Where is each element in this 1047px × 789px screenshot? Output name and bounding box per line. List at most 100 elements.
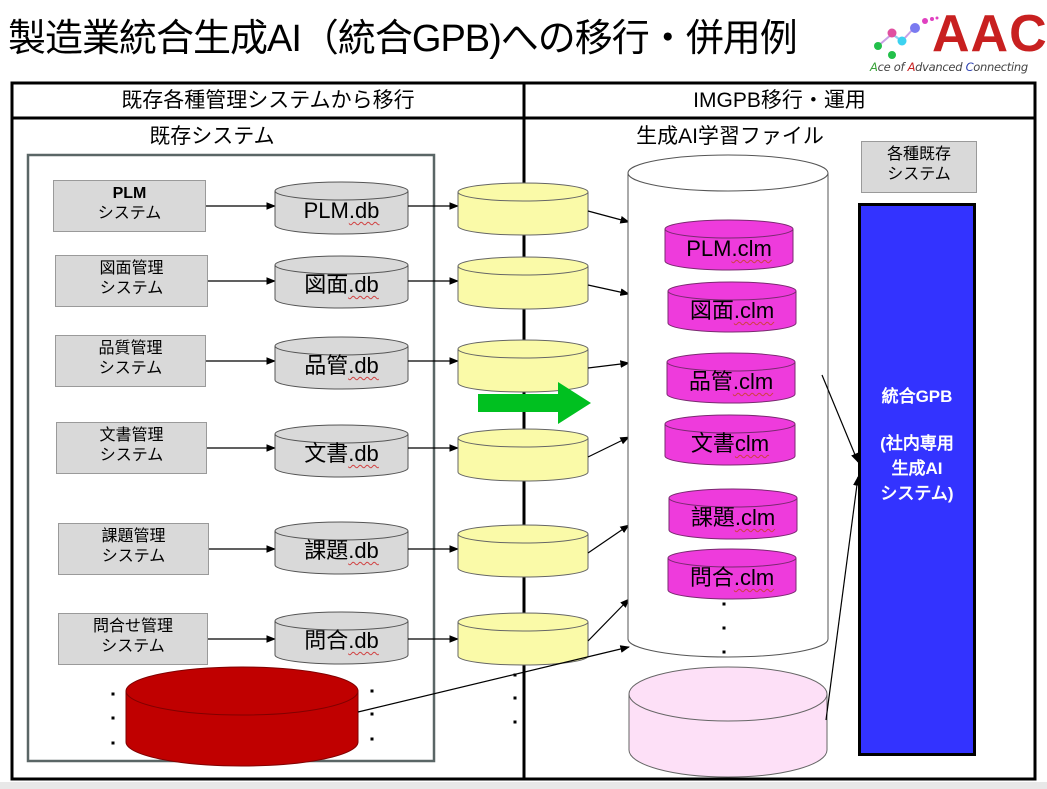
ellipsis-dot [111, 741, 115, 745]
ellipsis-dot [513, 720, 517, 724]
db-cylinder [274, 521, 409, 575]
db-label: 課題.db [275, 536, 408, 566]
system-name: PLM [112, 185, 147, 202]
db-name-prefix: 問合 [304, 628, 349, 653]
gpb-desc-line3: システム) [880, 484, 954, 503]
db-label: 品管.db [275, 351, 408, 381]
gpb-title: 統合GPB [881, 387, 953, 406]
llm-to-gpb-arrow [825, 476, 861, 721]
left-section-header: 既存各種管理システムから移行 [121, 89, 415, 112]
db-cylinder [274, 424, 409, 478]
gpb-desc-line1: (社内専用 [880, 434, 954, 453]
clm-label: PLM.clm [665, 235, 793, 263]
other-systems-line2: システム [887, 166, 951, 183]
clm-label: 問合.clm [668, 564, 796, 592]
csv-to-training-arrow [587, 524, 630, 554]
db-ext: .db [348, 353, 379, 378]
system-name: 問合せ管理 [92, 618, 173, 635]
ellipsis-dot [370, 712, 374, 716]
system-name: 品質管理 [98, 340, 163, 357]
system-box: 課題管理システム [58, 523, 209, 575]
clm-cylinder [667, 281, 797, 333]
ellipsis-dot [370, 689, 374, 693]
system-name: 図面管理 [99, 260, 164, 277]
db-cylinder [274, 611, 409, 665]
clm-ext: .clm [733, 565, 775, 590]
ellipsis-dot [111, 692, 115, 696]
logo-tagline-part: A [907, 60, 916, 74]
ellipsis-dot [722, 602, 726, 606]
clm-ext: .clm [731, 236, 772, 261]
system-label: システム [101, 638, 165, 655]
db-ext: .db [348, 441, 379, 466]
ellipsis-dot [111, 716, 115, 720]
db-label: PLM.db [275, 196, 408, 226]
migration-arrow-icon [478, 382, 591, 424]
csv-cylinder [457, 256, 589, 310]
training-to-gpb-arrow [821, 374, 859, 463]
system-label: システム [101, 548, 166, 565]
logo-tagline-part: C [965, 60, 974, 74]
other-existing-systems-box: 各種既存 システム [861, 141, 977, 193]
gpb-desc-line2: 生成AI [891, 459, 943, 478]
clm-label: 品管.clm [667, 368, 795, 396]
clm-label: 図面.clm [668, 297, 796, 325]
csv-cylinder [457, 339, 589, 393]
db-name-prefix: 図面 [304, 272, 349, 297]
ellipsis-dot [370, 737, 374, 741]
clm-cylinder [666, 352, 796, 404]
db-cylinder [274, 336, 409, 390]
csv-cylinder [457, 182, 589, 236]
db-label: 図面.db [275, 270, 408, 300]
entity-to-training-arrow [357, 645, 630, 713]
other-systems-line1: 各種既存 [886, 146, 951, 163]
csv-to-training-arrow [587, 598, 630, 642]
logo-tagline-part: ce of [877, 60, 908, 74]
clm-name-prefix: 文書 [690, 431, 735, 456]
system-box: 文書管理システム [56, 422, 207, 474]
system-name: 文書管理 [99, 427, 164, 444]
csv-to-training-arrow [587, 284, 630, 296]
entity-files-cylinder [125, 666, 359, 767]
clm-label: 課題.clm [669, 504, 797, 532]
db-name-prefix: 品管 [304, 353, 349, 378]
clm-name-prefix: PLM [686, 236, 732, 261]
db-name-prefix: 文書 [304, 441, 349, 466]
existing-systems-title: 既存システム [149, 125, 275, 148]
ellipsis-dot [722, 626, 726, 630]
integrated-gpb-block: 統合GPB (社内専用 生成AI システム) [858, 203, 976, 756]
db-label: 文書.db [275, 439, 408, 469]
db-name-prefix: 課題 [304, 538, 349, 563]
ellipsis-dot [513, 696, 517, 700]
clm-ext: .clm [733, 298, 775, 323]
clm-cylinder [664, 414, 796, 466]
logo-tagline: Ace of Advanced Connecting [870, 60, 1028, 74]
clm-ext: clm [734, 431, 770, 456]
clm-name-prefix: 図面 [689, 298, 734, 323]
ellipsis-dot [722, 650, 726, 654]
clm-name-prefix: 品管 [688, 369, 733, 394]
csv-cylinder [457, 428, 589, 482]
db-ext: .db [348, 538, 379, 563]
csv-cylinder [457, 612, 589, 666]
clm-cylinder [667, 548, 797, 600]
system-box: 問合せ管理システム [58, 613, 208, 665]
csv-to-training-arrow [587, 210, 630, 224]
bottom-bar [0, 782, 1047, 789]
system-label: システム [99, 280, 164, 297]
logo-tagline-part: onnecting [973, 60, 1028, 74]
db-label: 問合.db [275, 626, 408, 656]
system-name: 課題管理 [101, 528, 166, 545]
ai-training-files-title: 生成AI学習ファイル [636, 125, 824, 148]
right-section-header: IMGPB移行・運用 [693, 89, 866, 112]
clm-name-prefix: 課題 [690, 505, 735, 530]
csv-to-training-arrow [587, 360, 630, 369]
system-box: 品質管理システム [55, 335, 206, 387]
logo-wordmark: AAC [932, 5, 1047, 63]
db-cylinder [274, 181, 409, 235]
logo-network-icon [874, 16, 939, 59]
clm-label: 文書clm [665, 430, 795, 458]
specific-llm-cylinder [628, 666, 828, 778]
